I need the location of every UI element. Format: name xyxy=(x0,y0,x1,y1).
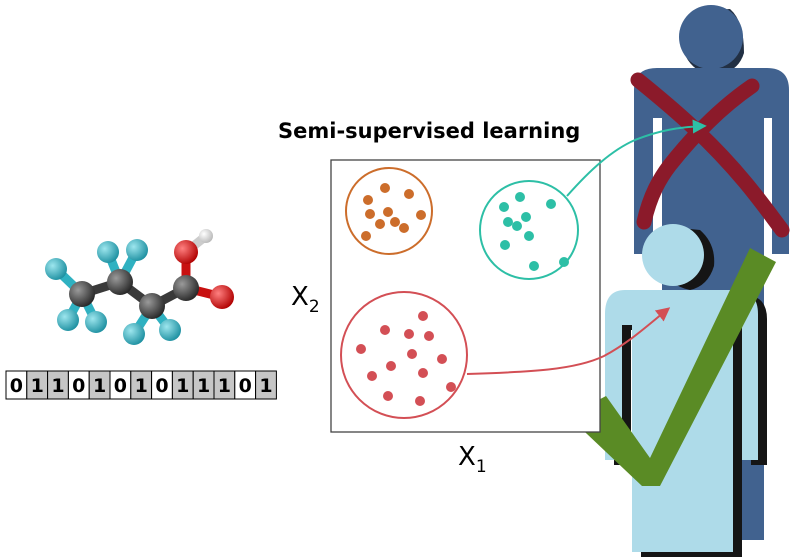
bit-cell: 1 xyxy=(192,370,215,400)
bit-cell: 1 xyxy=(213,370,236,400)
feature-plot xyxy=(330,159,601,433)
bit-value: 0 xyxy=(155,375,168,397)
bit-value: 1 xyxy=(259,375,272,397)
bit-value: 0 xyxy=(114,375,127,397)
bit-value: 1 xyxy=(31,375,44,397)
bit-cell: 0 xyxy=(67,370,90,400)
cluster-red xyxy=(340,291,468,419)
bit-cell: 0 xyxy=(109,370,132,400)
bit-cell: 1 xyxy=(255,370,277,400)
y-axis-label: X2 xyxy=(291,282,320,317)
bit-value: 0 xyxy=(10,375,23,397)
bit-cell: 1 xyxy=(171,370,194,400)
diagram-title: Semi-supervised learning xyxy=(278,119,580,143)
bit-value: 1 xyxy=(176,375,189,397)
cluster-teal-points xyxy=(499,192,569,271)
bit-cell: 1 xyxy=(88,370,111,400)
x-axis-label: X1 xyxy=(458,442,487,477)
cross-icon xyxy=(630,72,790,238)
checkmark-icon xyxy=(568,248,776,486)
bit-cell: 1 xyxy=(130,370,153,400)
bit-value: 1 xyxy=(218,375,231,397)
bit-value: 0 xyxy=(239,375,252,397)
red-arrow xyxy=(466,307,671,375)
bit-cell: 1 xyxy=(47,370,69,400)
bit-cell: 1 xyxy=(26,370,49,400)
bit-cell: 0 xyxy=(234,370,257,400)
bit-value: 1 xyxy=(135,375,148,397)
bit-cell: 0 xyxy=(5,370,28,400)
bit-value: 1 xyxy=(51,375,64,397)
cluster-orange-points xyxy=(361,183,426,241)
molecule-icon xyxy=(45,229,234,345)
cluster-red-points xyxy=(356,311,456,406)
teal-arrow xyxy=(566,119,707,197)
bit-value: 1 xyxy=(93,375,106,397)
bit-cell: 0 xyxy=(151,370,173,400)
bit-value: 1 xyxy=(197,375,210,397)
bit-value: 0 xyxy=(72,375,85,397)
